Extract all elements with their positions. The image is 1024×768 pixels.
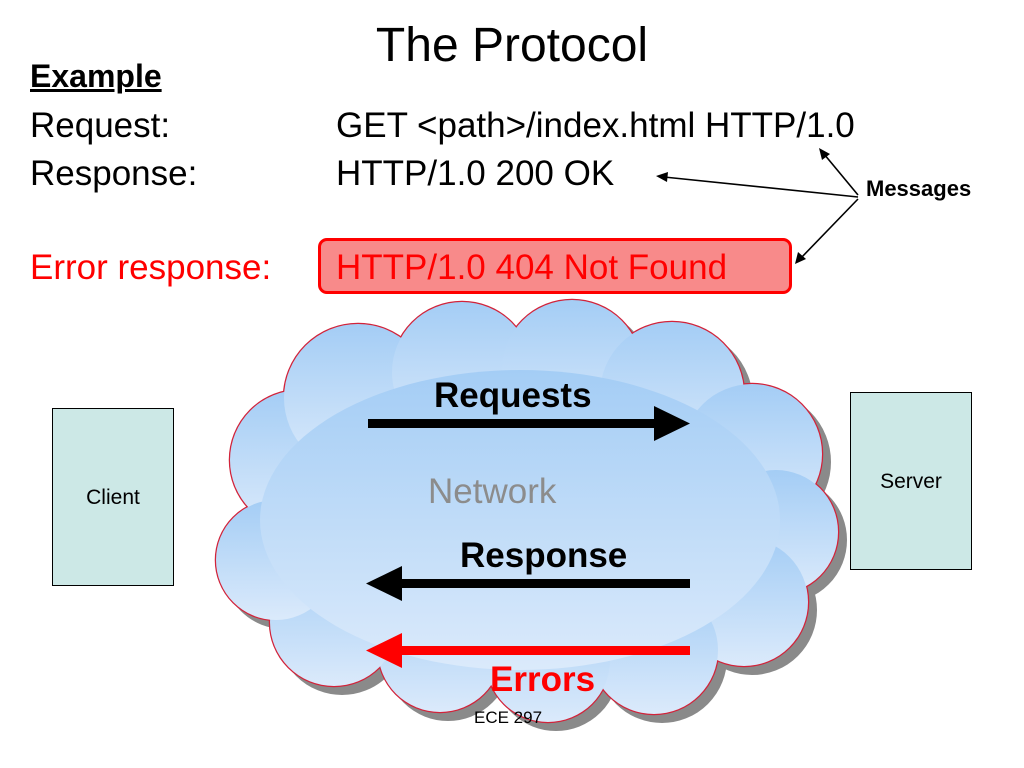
requests-arrow-icon [368, 406, 690, 441]
request-label: Request: [30, 106, 171, 145]
request-value: GET <path>/index.html HTTP/1.0 [336, 106, 855, 145]
example-heading: Example [30, 58, 162, 94]
server-box [850, 392, 972, 570]
network-label: Network [428, 472, 557, 511]
error-response-label: Error response: [30, 248, 272, 287]
requests-label: Requests [434, 376, 592, 415]
slide-title: The Protocol [375, 19, 649, 72]
client-box [52, 408, 174, 586]
messages-label: Messages [866, 176, 972, 201]
messages-pointer-arrows [656, 148, 859, 264]
response-label: Response: [30, 154, 198, 193]
footer-text: ECE 297 [474, 708, 543, 727]
error-response-value: HTTP/1.0 404 Not Found [336, 248, 728, 287]
server-label: Server [880, 470, 942, 493]
response-arrow-icon [366, 566, 690, 601]
response-value: HTTP/1.0 200 OK [336, 154, 615, 193]
response-arrow-label: Response [460, 536, 628, 575]
errors-arrow-icon [366, 633, 690, 668]
error-response-box [318, 238, 792, 294]
client-label: Client [86, 486, 140, 509]
errors-label: Errors [490, 660, 596, 699]
